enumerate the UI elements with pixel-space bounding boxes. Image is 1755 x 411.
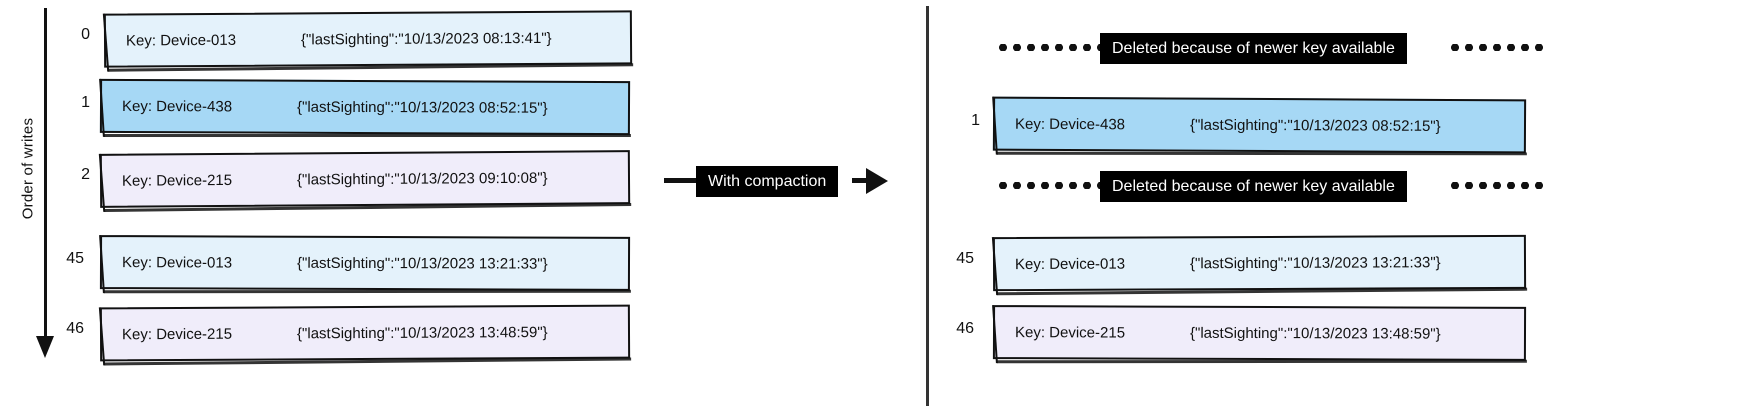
before-row-value-0: {"lastSighting":"10/13/2023 08:13:41"} [300, 29, 552, 48]
with-compaction-label: With compaction [696, 166, 839, 198]
before-row-46[interactable]: Key: Device-215 {"lastSighting":"10/13/2… [98, 304, 631, 366]
after-row-46[interactable]: Key: Device-215 {"lastSighting":"10/13/2… [992, 305, 1527, 364]
before-row-1[interactable]: Key: Device-438 {"lastSighting":"10/13/2… [99, 78, 631, 137]
before-row-index-1: 1 [81, 94, 90, 111]
compaction-connector-line-right [852, 178, 876, 183]
before-row-value-45: {"lastSighting":"10/13/2023 13:21:33"} [296, 254, 548, 273]
after-row-index-45: 45 [956, 250, 974, 267]
after-row-value-45: {"lastSighting":"10/13/2023 13:21:33"} [1189, 253, 1441, 272]
order-of-writes-label: Order of writes [19, 117, 37, 220]
before-row-index-0: 0 [81, 26, 90, 43]
deleted-marker-dots-right-1 [1448, 44, 1548, 51]
after-row-value-46: {"lastSighting":"10/13/2023 13:48:59"} [1189, 324, 1441, 343]
deleted-marker-dots-left-2 [996, 182, 1100, 189]
after-row-key-46: Key: Device-215 [1014, 323, 1126, 342]
after-row-index-46: 46 [956, 320, 974, 337]
after-row-1[interactable]: Key: Device-438 {"lastSighting":"10/13/2… [992, 96, 1527, 155]
before-row-key-45: Key: Device-013 [121, 253, 233, 272]
before-row-value-46: {"lastSighting":"10/13/2023 13:48:59"} [296, 323, 548, 342]
before-row-value-2: {"lastSighting":"10/13/2023 09:10:08"} [296, 169, 548, 188]
before-row-index-45: 45 [66, 250, 84, 267]
deleted-marker-dots-right-2 [1448, 182, 1548, 189]
deleted-label-1: Deleted because of newer key available [1100, 33, 1407, 65]
before-row-key-2: Key: Device-215 [121, 171, 233, 190]
before-row-index-46: 46 [66, 320, 84, 337]
before-row-0[interactable]: Key: Device-013 {"lastSighting":"10/13/2… [102, 10, 633, 72]
before-row-index-2: 2 [81, 166, 90, 183]
before-row-key-46: Key: Device-215 [121, 325, 233, 343]
before-row-2[interactable]: Key: Device-215 {"lastSighting":"10/13/2… [98, 150, 631, 212]
compaction-arrowhead-icon [866, 168, 888, 194]
deleted-marker-dots-left-1 [996, 44, 1100, 51]
before-row-key-1: Key: Device-438 [121, 97, 233, 115]
before-row-value-1: {"lastSighting":"10/13/2023 08:52:15"} [296, 98, 548, 117]
panel-divider [926, 6, 929, 406]
after-row-index-1: 1 [971, 112, 980, 129]
after-row-key-1: Key: Device-438 [1014, 115, 1126, 133]
after-row-45[interactable]: Key: Device-013 {"lastSighting":"10/13/2… [991, 234, 1527, 296]
after-row-value-1: {"lastSighting":"10/13/2023 08:52:15"} [1189, 116, 1441, 135]
before-row-45[interactable]: Key: Device-013 {"lastSighting":"10/13/2… [99, 235, 631, 294]
deleted-label-2: Deleted because of newer key available [1100, 171, 1407, 203]
after-row-key-45: Key: Device-013 [1014, 255, 1126, 273]
order-of-writes-arrowhead-icon [36, 336, 54, 358]
order-of-writes-axis [44, 8, 47, 343]
before-row-key-0: Key: Device-013 [125, 31, 237, 49]
